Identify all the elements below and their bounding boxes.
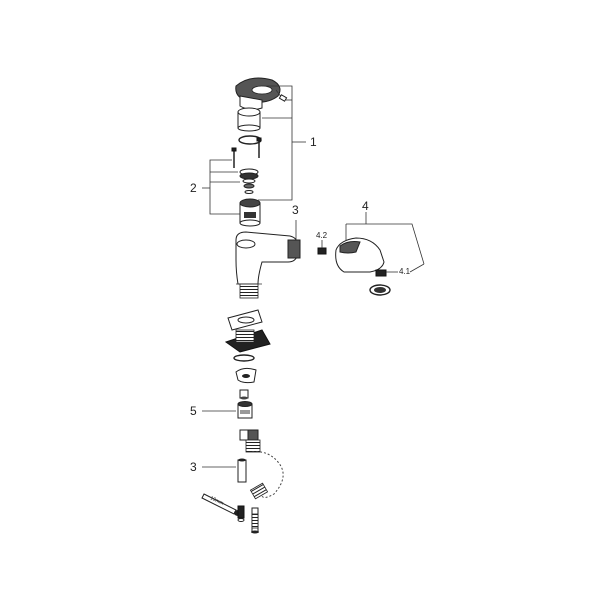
callout-2: 2 <box>190 181 197 195</box>
callout-4-1-leader <box>386 263 425 273</box>
supply-pipe <box>237 458 247 483</box>
callout-1: 1 <box>310 135 317 149</box>
pull-out-hose <box>251 451 284 498</box>
callout-4-leader <box>345 212 425 265</box>
callout-1-leader <box>258 85 306 201</box>
hose-connector <box>317 247 327 255</box>
horseshoe-washer <box>235 367 257 384</box>
hose-nut <box>239 429 259 441</box>
faucet-body <box>235 231 301 285</box>
hose-thread <box>245 439 261 453</box>
check-valve-small <box>239 389 249 400</box>
wrench-tool: 19mm <box>201 493 242 516</box>
callout-4: 4 <box>362 199 369 213</box>
callout-4-2: 4.2 <box>316 231 328 240</box>
callout-3-bottom: 3 <box>190 460 197 474</box>
cartridge-body <box>239 198 261 227</box>
cartridge-screw-right <box>256 137 262 158</box>
threaded-shank <box>236 283 262 299</box>
mounting-stud-left <box>237 505 245 522</box>
handle-screw <box>275 89 288 102</box>
spray-head <box>335 237 387 277</box>
hose-weight <box>249 482 269 500</box>
base-seal <box>233 354 255 362</box>
lever-handle <box>235 77 281 111</box>
mounting-stud-right <box>251 507 259 534</box>
callout-5: 5 <box>190 404 197 418</box>
mounting-base <box>224 329 271 353</box>
callout-3-top: 3 <box>292 203 299 217</box>
mounting-washer <box>227 309 263 331</box>
cartridge-cap <box>237 107 261 132</box>
callout-4-1: 4.1 <box>399 267 411 276</box>
cartridge-screw-left <box>231 147 237 168</box>
callout-2-leader <box>202 159 240 215</box>
spray-aerator <box>369 284 391 296</box>
wrench-size-label: 19mm <box>209 495 224 506</box>
cartridge-seals <box>239 168 259 194</box>
check-valve <box>237 401 253 419</box>
